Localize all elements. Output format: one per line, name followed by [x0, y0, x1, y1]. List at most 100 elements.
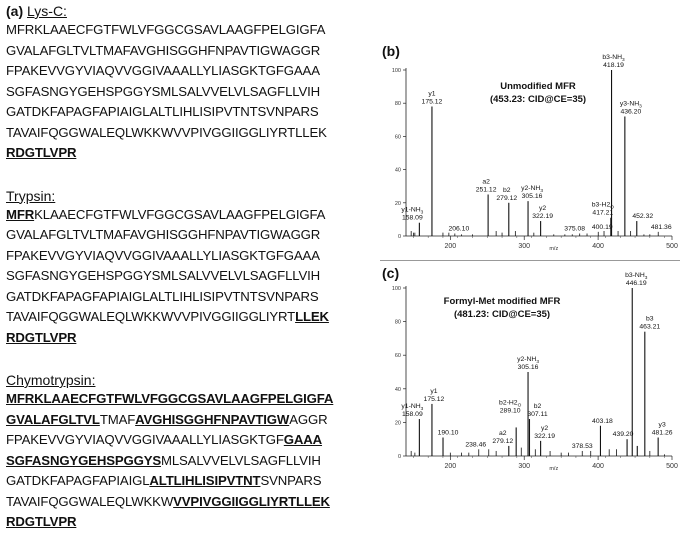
sequence-line: GATDKFAPAGFAPIAIGLALTLIHLISIPVTNTSVNPARS [6, 102, 378, 123]
x-tick-label: 200 [444, 243, 456, 250]
peak-mz-label: 175.12 [424, 396, 445, 403]
peak-mz-label: 251.12 [476, 187, 497, 194]
peak-mz-label: 307.11 [527, 411, 548, 418]
covered-peptide: ALTLIHLISIPVTNT [149, 473, 261, 488]
peak-mz-label: 289.10 [500, 407, 521, 414]
peak-mz-label: 400.19 [592, 224, 613, 231]
x-tick-label: 400 [592, 243, 604, 250]
covered-peptide: MFRKLAAECFGTFWLVFGGCGSAVLAAGFPELGIGFA [6, 391, 334, 406]
enzyme-name: Lys-C: [27, 3, 67, 19]
enzyme-heading: Trypsin: [6, 187, 378, 205]
sequence-line: SGFASNGYGEHSPGGYSMLSALVVELVLSAGFLLVIH [6, 266, 378, 287]
x-axis-label: m/z [549, 246, 558, 252]
section-gap [6, 164, 378, 187]
chart-subtitle: (481.23: CID@CE=35) [454, 309, 550, 320]
sequence-segment: GVALAFGLTVLTMAFAVGHISGGHFNPAVTIGWAGGR [6, 227, 321, 242]
sequence-segment: SVNPARS [260, 473, 322, 488]
sequence-segment: GATDKFAPAGFAPIAIGLALTLIHLISIPVTNTSVNPARS [6, 288, 319, 304]
peak-ion-label: y3 [659, 422, 666, 429]
peak-mz-label: 305.16 [518, 364, 539, 371]
sequence-segment: SGFASNGYGEHSPGGYSMLSALVVELVLSAGFLLVIH [6, 268, 320, 283]
peak-mz-label: 378.53 [572, 443, 593, 450]
peak-mz-label: 190.10 [438, 430, 459, 437]
y-tick-label: 80 [395, 101, 401, 107]
peak-mz-label: 279.12 [492, 438, 513, 445]
section-gap [6, 348, 378, 371]
peak-mz-label: 158.09 [402, 411, 423, 418]
enzyme-name: Trypsin: [6, 187, 56, 204]
sequence-line: FPAKEVVGYVIAQVVGGIVAAALLYLIASGKTGFGAAA [6, 430, 378, 451]
sequence-line: SGFASNGYGEHSPGGYSMLSALVVELVLSAGFLLVIH [6, 451, 378, 472]
sequence-line: GVALAFGLTVLTMAFAVGHISGGHFNPAVTIGWAGGR [6, 41, 378, 62]
peak-mz-label: 158.09 [402, 215, 423, 222]
peak-mz-label: 436.20 [620, 108, 641, 115]
peak-mz-label: 322.19 [534, 433, 555, 440]
sequence-segment: TAVAIFQGGWALEQLWKKW [6, 493, 174, 509]
covered-peptide: LLEK [295, 309, 329, 324]
peak-mz-label: 375.08 [564, 226, 585, 233]
sequence-line: GVALAFGLTVLTMAFAVGHISGGHFNPAVTIGWAGGR [6, 410, 378, 431]
sequence-line: TAVAIFQGGWALEQLWKKWVVPIVGGIIGGLIYRTLLEK [6, 307, 378, 328]
sequence-segment: MFRKLAAECFGTFWLVFGGCGSAVLAAGFPELGIGFA [6, 22, 326, 37]
enzyme-name: Chymotrypsin: [6, 372, 96, 388]
sequence-segment: GVALAFGLTVLTMAFAVGHISGGHFNPAVTIGWAGGR [6, 42, 321, 58]
peak-mz-label: 417.21 [592, 210, 613, 217]
sequence-segment: SGFASNGYGEHSPGGYSMLSALVVELVLSAGFLLVIH [6, 83, 320, 99]
peak-ion-label: y1 [428, 91, 435, 98]
peak-mz-label: 418.19 [603, 62, 624, 69]
peak-ion-label: b2 [534, 403, 542, 410]
sequence-line: TAVAIFQGGWALEQLWKKWVVPIVGGIIGGLIYRTLLEK [6, 492, 378, 513]
peak-mz-label: 452.32 [632, 213, 653, 220]
sequence-segment: KLAAECFGTFWLVFGGCGSAVLAAGFPELGIGFA [34, 206, 326, 222]
sequence-segment: MLSALVVELVLSAGFLLVIH [161, 452, 321, 468]
covered-peptide: MFR [6, 206, 35, 222]
x-tick-label: 300 [518, 243, 530, 250]
sequence-segment: FPAKEVVGYVIAQVVGGIVAAALLYLIASGKTGFGAAA [6, 247, 320, 263]
y-tick-label: 60 [395, 353, 401, 359]
peak-mz-label: 175.12 [422, 99, 443, 106]
peak-ion-label: y3-NH3 [620, 100, 642, 109]
sequence-line: MFRKLAAECFGTFWLVFGGCGSAVLAAGFPELGIGFA [6, 389, 378, 410]
peak-mz-label: 446.19 [626, 280, 647, 287]
y-tick-label: 0 [398, 234, 401, 240]
peak-ion-label: a2 [482, 179, 490, 186]
peak-mz-label: 206.10 [448, 226, 469, 233]
y-tick-label: 20 [395, 420, 401, 426]
sequence-line: RDGTLVPR [6, 512, 378, 533]
peak-ion-label: y1-NH3 [401, 207, 423, 216]
y-tick-label: 40 [395, 168, 401, 174]
enzyme-heading: (a) Lys-C: [6, 2, 378, 20]
chart-title: Unmodified MFR [500, 81, 576, 92]
sequence-line: FPAKEVVGYVIAQVVGGIVAAALLYLIASGKTGFGAAA [6, 61, 378, 82]
peak-ion-label: y2 [539, 205, 546, 212]
panel-letter: (a) [6, 3, 24, 19]
peak-mz-label: 279.12 [496, 195, 517, 202]
peak-ion-label: y2-NH3 [517, 356, 539, 365]
sequence-segment: GATDKFAPAGFAPIAIGLALTLIHLISIPVTNTSVNPARS [6, 104, 319, 119]
y-tick-label: 20 [395, 201, 401, 207]
panel-divider [380, 260, 680, 261]
peak-mz-label: 481.36 [651, 224, 672, 231]
sequence-segment: AGGR [289, 411, 328, 427]
y-tick-label: 40 [395, 387, 401, 393]
peak-ion-label: b3-NH3 [602, 54, 625, 63]
y-tick-label: 80 [395, 320, 401, 326]
peak-ion-label: b3-H2O [592, 202, 615, 211]
sequence-segment: FPAKEVVGYVIAQVVGGIVAAALLYLIASGKTGF [6, 432, 284, 447]
covered-peptide: RDGTLVPR [6, 145, 77, 160]
y-tick-label: 100 [392, 68, 401, 74]
sequence-line: GATDKFAPAGFAPIAIGLALTLIHLISIPVTNTSVNPARS [6, 287, 378, 308]
sequence-segment: GATDKFAPAGFAPIAIGL [6, 473, 150, 488]
sequence-segment: FPAKEVVGYVIAQVVGGIVAAALLYLIASGKTGFGAAA [6, 63, 320, 78]
x-tick-label: 500 [666, 243, 678, 250]
covered-peptide: AVGHISGGHFNPAVTIGW [135, 411, 290, 427]
peak-ion-label: b2-H2O [499, 399, 522, 408]
x-tick-label: 400 [592, 463, 604, 470]
sequence-panel: (a) Lys-C: MFRKLAAECFGTFWLVFGGCGSAVLAAGFP… [6, 2, 378, 533]
y-tick-label: 100 [392, 286, 401, 292]
enzyme-heading: Chymotrypsin: [6, 371, 378, 389]
peak-ion-label: y1 [430, 388, 437, 395]
covered-peptide: RDGTLVPR [6, 329, 77, 345]
